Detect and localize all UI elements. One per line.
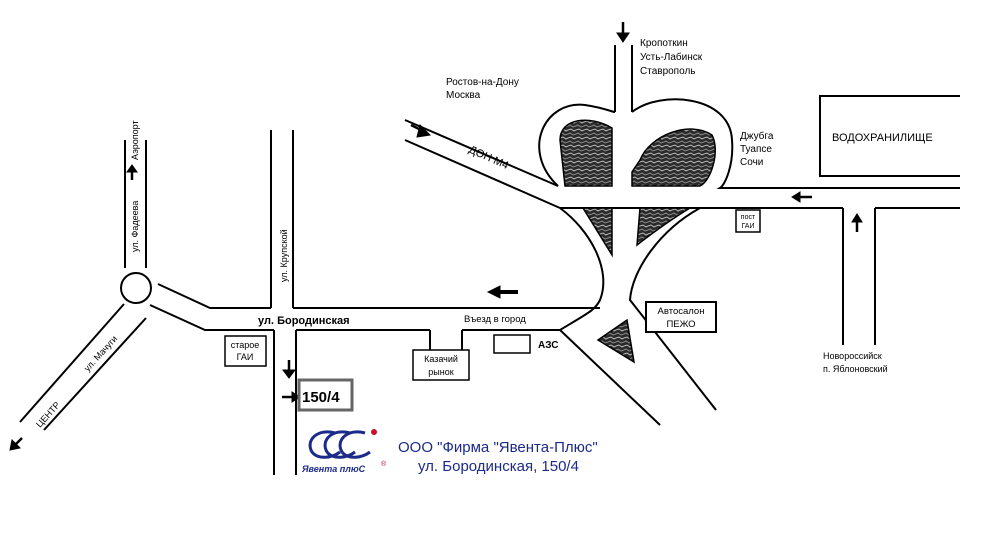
interchange-patches <box>559 119 716 364</box>
arrow-southwest-icon <box>9 437 23 451</box>
logo-text: Явента плюС <box>301 464 366 474</box>
patch-right-upper <box>631 128 716 187</box>
dest-east-2: Туапсе <box>740 144 772 155</box>
road-don-m4-north <box>404 119 559 187</box>
dest-north-2: Усть-Лабинск <box>640 51 703 63</box>
dest-rostov-2: Москва <box>446 90 481 101</box>
patch-south <box>596 318 636 364</box>
road-southeast-south <box>559 329 661 426</box>
entry-to-city-label: Въезд в город <box>464 314 526 325</box>
post-gai-label-1: пост <box>741 214 756 221</box>
logo-swirl-icon <box>308 430 371 459</box>
road-don-m4-south <box>404 139 561 209</box>
market-label-2: рынок <box>428 367 453 377</box>
patch-left-upper <box>559 119 613 187</box>
old-gai-label-2: ГАИ <box>237 352 254 362</box>
ramp-west <box>559 207 605 331</box>
arrow-up-icon <box>126 164 138 180</box>
box-gas-station <box>493 334 531 354</box>
market-label-1: Казачий <box>424 354 458 364</box>
road-southeast-north <box>628 207 717 411</box>
labels: Кропоткин Усть-Лабинск Ставрополь Ростов… <box>34 38 933 429</box>
patch-left-lower <box>581 207 613 258</box>
old-gai-label-1: старое <box>231 340 260 350</box>
road-market-driveway <box>429 330 463 350</box>
logo-registered-mark: ® <box>381 460 387 468</box>
box-building <box>297 378 354 412</box>
arrow-up-icon <box>851 213 863 232</box>
dest-south-2: п. Яблоновский <box>823 364 888 374</box>
arrow-right-icon <box>282 391 301 403</box>
road-machugi-north <box>19 303 125 423</box>
road-machugi-south <box>43 317 147 431</box>
airport-label: Аэропорт <box>130 120 140 160</box>
company-name: ООО "Фирма "Явента-Плюс" <box>398 439 598 456</box>
post-gai-label-2: ГАИ <box>741 223 754 230</box>
dest-east-3: Сочи <box>740 157 763 168</box>
car-dealer-label-1: Автосалон <box>658 306 705 317</box>
arrow-southeast-icon <box>410 123 432 138</box>
interchange-outer-west <box>538 103 616 187</box>
car-dealer-label-2: ПЕЖО <box>666 319 695 330</box>
arrow-left-icon <box>486 285 518 299</box>
reservoir-label: ВОДОХРАНИЛИЩЕ <box>832 132 933 144</box>
street-fadeeva-label: ул. Фадеева <box>130 201 140 252</box>
dest-north-3: Ставрополь <box>640 66 696 77</box>
reservoir-shape <box>819 95 960 177</box>
logo-red-dot <box>371 429 377 435</box>
boxes <box>224 209 761 412</box>
gas-station-label: АЗС <box>538 340 558 351</box>
street-borodinskaya-label: ул. Бородинская <box>258 315 350 327</box>
direction-arrows <box>9 22 863 451</box>
box-old-gai <box>224 335 267 367</box>
building-number-label: 150/4 <box>302 389 340 406</box>
arrow-down-icon <box>616 22 630 43</box>
arrow-down-icon <box>282 360 296 379</box>
box-market <box>412 349 470 381</box>
dest-south-1: Новороссийск <box>823 351 882 361</box>
interchange-outer-east <box>631 98 960 189</box>
dest-east-1: Джубга <box>740 130 774 142</box>
dest-rostov-1: Ростов-на-Дону <box>446 77 519 88</box>
company-address: ул. Бородинская, 150/4 <box>418 458 579 475</box>
arrow-left-icon <box>791 191 812 203</box>
patch-right-lower <box>636 207 693 247</box>
street-krupskoy-label: ул. Крупской <box>279 229 289 282</box>
road-to-roundabout-north <box>157 283 271 309</box>
box-post-gai <box>735 209 761 233</box>
road-to-roundabout-south <box>149 304 274 331</box>
box-car-dealer <box>645 301 717 333</box>
dest-north-1: Кропоткин <box>640 38 688 49</box>
company-logo: Явента плюС ® <box>301 429 387 474</box>
highway-label: ДОН М4 <box>467 144 511 172</box>
roundabout <box>120 272 152 304</box>
